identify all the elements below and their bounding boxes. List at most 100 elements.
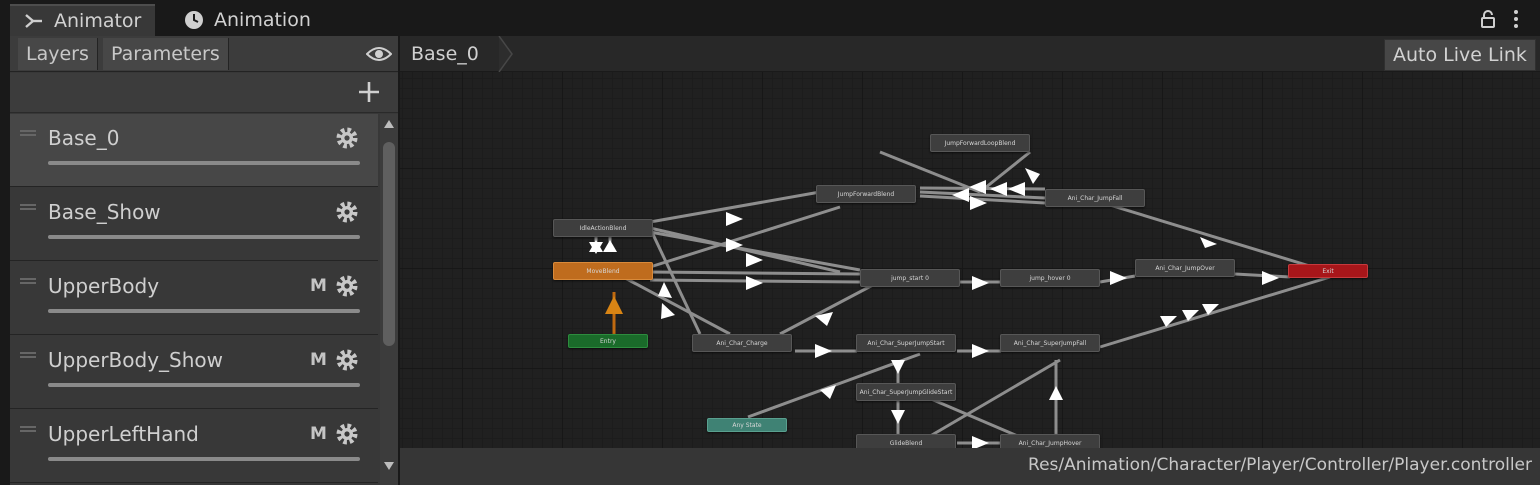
state-machine-canvas[interactable]: JumpForwardLoopBlend JumpForwardBlend An… xyxy=(400,72,1540,448)
tab-parameters-label: Parameters xyxy=(111,43,220,65)
state-entry[interactable]: Entry xyxy=(568,334,648,348)
tab-animation-label: Animation xyxy=(214,9,311,31)
transition-arrow xyxy=(1160,316,1177,327)
layer-name: Base_0 xyxy=(48,126,120,150)
drag-handle-icon[interactable] xyxy=(20,204,36,210)
transition-arrow xyxy=(891,360,905,374)
transition-arrow xyxy=(658,282,672,298)
layer-item-upperbody[interactable]: UpperBody M xyxy=(10,262,378,335)
add-layer-button[interactable] xyxy=(357,80,381,104)
gear-icon[interactable] xyxy=(335,200,359,224)
transition-arrow xyxy=(1262,271,1279,285)
state-jump-forward-blend[interactable]: JumpForwardBlend xyxy=(816,185,916,203)
transition-arrow xyxy=(970,196,987,210)
mask-badge: M xyxy=(310,276,327,296)
drag-handle-icon[interactable] xyxy=(20,426,36,432)
transition-line xyxy=(747,352,921,419)
transition-arrow xyxy=(815,312,833,326)
scroll-up-icon[interactable] xyxy=(384,120,394,128)
drag-handle-icon[interactable] xyxy=(20,130,36,136)
state-exit[interactable]: Exit xyxy=(1288,264,1368,278)
transition-arrow xyxy=(726,238,743,252)
layer-name: UpperBody_Show xyxy=(48,348,224,372)
transition-edges xyxy=(589,150,1331,448)
scroll-down-icon[interactable] xyxy=(384,462,394,470)
state-jump-hover[interactable]: jump_hover 0 xyxy=(1000,269,1100,287)
tab-animator-label: Animator xyxy=(54,10,142,32)
tab-layers[interactable]: Layers xyxy=(18,38,98,70)
eye-icon[interactable] xyxy=(366,45,392,63)
state-super-jump-glide-start[interactable]: Ani_Char_SuperJumpGlideStart xyxy=(856,383,956,401)
transition-line xyxy=(919,194,1046,205)
layer-name: UpperBody xyxy=(48,274,160,298)
tab-animator[interactable]: Animator xyxy=(10,4,156,36)
tab-animation[interactable]: Animation xyxy=(170,4,325,36)
left-toolbar: Layers Parameters xyxy=(10,36,398,72)
transition-arrow xyxy=(746,253,763,267)
layer-weight-slider[interactable] xyxy=(48,383,360,387)
drag-handle-icon[interactable] xyxy=(20,278,36,284)
state-label: MoveBlend xyxy=(586,267,620,275)
state-charge[interactable]: Ani_Char_Charge xyxy=(692,334,792,352)
layer-item-upperbody-show[interactable]: UpperBody_Show M xyxy=(10,336,378,409)
breadcrumb[interactable]: Base_0 xyxy=(400,36,479,72)
layer-item-upperlefthand[interactable]: UpperLeftHand M xyxy=(10,410,378,483)
lock-icon[interactable] xyxy=(1480,10,1496,28)
gear-icon[interactable] xyxy=(335,274,359,298)
mask-badge: M xyxy=(310,350,327,370)
state-label: Ani_Char_JumpOver xyxy=(1155,264,1215,272)
gear-icon[interactable] xyxy=(335,126,359,150)
auto-live-link-button[interactable]: Auto Live Link xyxy=(1384,39,1536,71)
state-glide-blend[interactable]: GlideBlend xyxy=(856,434,956,448)
tab-parameters[interactable]: Parameters xyxy=(103,38,229,70)
gear-icon[interactable] xyxy=(335,422,359,446)
state-jump-over[interactable]: Ani_Char_JumpOver xyxy=(1135,259,1235,277)
state-label: JumpForwardBlend xyxy=(837,190,895,198)
drag-handle-icon[interactable] xyxy=(20,352,36,358)
layer-list: Base_0 Base_Show UpperBody M xyxy=(10,114,378,485)
more-options-icon[interactable] xyxy=(1512,9,1520,29)
state-jump-fall[interactable]: Ani_Char_JumpFall xyxy=(1045,189,1145,207)
transition-arrow xyxy=(661,303,675,319)
transition-line xyxy=(879,150,981,194)
window-tab-strip: Animator Animation xyxy=(0,0,1540,36)
state-any-state[interactable]: Any State xyxy=(707,418,787,432)
state-jump-forward-loop-blend[interactable]: JumpForwardLoopBlend xyxy=(930,134,1030,152)
state-label: Ani_Char_SuperJumpGlideStart xyxy=(859,388,953,396)
state-move-blend[interactable]: MoveBlend xyxy=(553,262,653,280)
add-layer-row xyxy=(10,73,398,113)
layer-item-base-show[interactable]: Base_Show xyxy=(10,188,378,261)
layer-weight-slider[interactable] xyxy=(48,161,360,165)
state-label: Any State xyxy=(732,421,762,429)
state-jump-hover-char[interactable]: Ani_Char_JumpHover xyxy=(1000,434,1100,448)
state-jump-start[interactable]: jump_start 0 xyxy=(860,269,960,287)
clock-icon xyxy=(185,11,203,29)
transition-arrow xyxy=(972,436,989,448)
layer-weight-slider[interactable] xyxy=(48,309,360,313)
transition-arrow xyxy=(820,385,836,399)
transition-arrows xyxy=(589,168,1279,448)
scroll-thumb[interactable] xyxy=(383,142,395,346)
transition-arrow xyxy=(1025,168,1040,184)
transition-arrow xyxy=(1182,310,1199,321)
transition-arrow xyxy=(1110,271,1127,285)
gear-icon[interactable] xyxy=(335,348,359,372)
state-label: Ani_Char_JumpHover xyxy=(1018,439,1082,447)
state-label: Ani_Char_SuperJumpStart xyxy=(867,339,945,347)
tab-layers-label: Layers xyxy=(26,43,89,65)
transition-arrow xyxy=(1200,237,1217,248)
state-super-jump-start[interactable]: Ani_Char_SuperJumpStart xyxy=(856,334,956,352)
layer-list-scrollbar[interactable] xyxy=(380,114,398,485)
breadcrumb-label: Base_0 xyxy=(411,43,479,65)
state-idle-action-blend[interactable]: IdleActionBlend xyxy=(553,219,653,237)
layer-item-base-0[interactable]: Base_0 xyxy=(10,114,378,187)
state-label: Ani_Char_Charge xyxy=(716,339,768,347)
state-label: jump_start 0 xyxy=(891,274,929,282)
layer-weight-slider[interactable] xyxy=(48,457,360,461)
animator-graph-view: Base_0 Auto Live Link xyxy=(400,36,1540,485)
transition-arrow xyxy=(990,182,1007,196)
layer-weight-slider[interactable] xyxy=(48,235,360,239)
transition-arrow xyxy=(589,240,603,252)
state-super-jump-fall[interactable]: Ani_Char_SuperJumpFall xyxy=(1000,334,1100,352)
animator-icon xyxy=(25,14,42,28)
